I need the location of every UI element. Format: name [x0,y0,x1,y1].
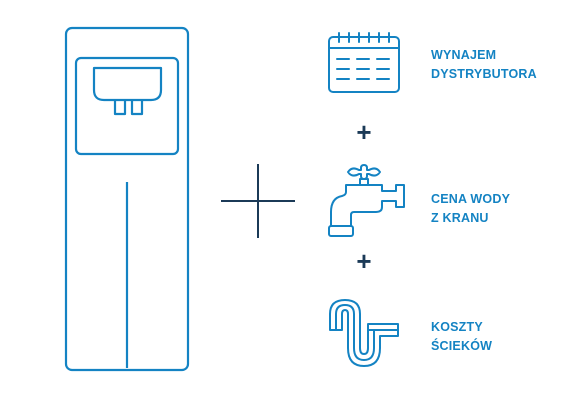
faucet-icon [328,164,405,237]
plus-separator-2: + [356,246,372,276]
plus-icon [221,164,295,238]
label-sewage-cost: KOSZTY ŚCIEKÓW [431,318,492,356]
plus-separator-1: + [356,117,372,147]
label-water-price: CENA WODY Z KRANU [431,190,510,228]
label-sewage-cost-line1: KOSZTY [431,320,483,334]
water-dispenser-icon [64,26,190,372]
label-rental-line1: WYNAJEM [431,48,497,62]
label-rental-line2: DYSTRYBUTORA [431,67,537,81]
drain-pipe-icon [329,299,399,367]
label-water-price-line1: CENA WODY [431,192,511,206]
calendar-icon [328,32,400,93]
label-rental: WYNAJEM DYSTRYBUTORA [431,46,537,84]
label-water-price-line2: Z KRANU [431,211,489,225]
label-sewage-cost-line2: ŚCIEKÓW [431,339,493,353]
